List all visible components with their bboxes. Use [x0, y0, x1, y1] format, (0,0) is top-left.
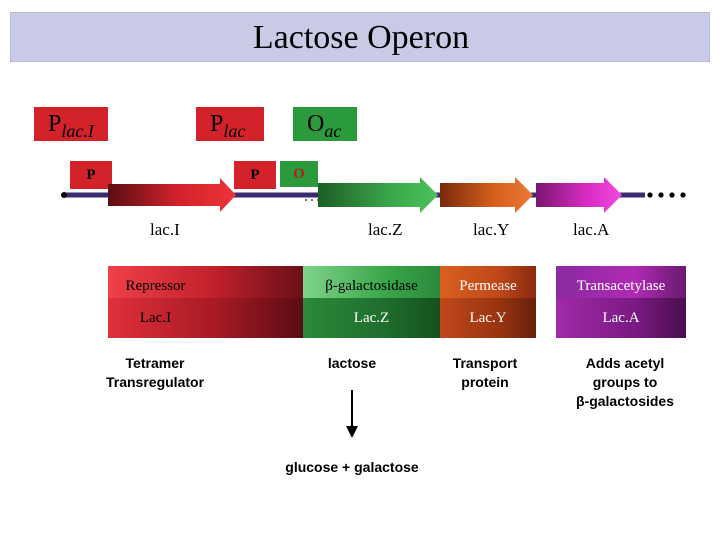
dna-start-dot	[61, 192, 67, 198]
laci-description-line-2: Transregulator	[105, 374, 205, 390]
galactosidase-label: β-galactosidase	[325, 278, 418, 294]
laca-protein-label: Lac.A	[602, 310, 640, 326]
transacetylase-label: Transacetylase	[576, 278, 666, 294]
gene-label-lacz: lac.Z	[368, 220, 403, 239]
page-title: Lactose Operon	[252, 19, 470, 56]
gene-label-laci: lac.I	[150, 220, 180, 239]
operator-box: O	[280, 161, 318, 187]
dna-continuation-dots	[647, 192, 686, 198]
laci-protein-box: Lac.I	[108, 298, 303, 338]
laci-description-line-1: Tetramer	[125, 355, 185, 371]
lacy-protein-label: Lac.Y	[469, 310, 507, 326]
lacz-description-line-1: lactose	[327, 355, 377, 371]
laca-description-line-2: groups to	[592, 374, 658, 390]
laci-gene-arrow	[108, 178, 236, 212]
reaction-arrow-head	[346, 426, 358, 438]
plac-main: P	[210, 111, 224, 137]
lacy-description-line-2: protein	[461, 374, 509, 390]
oac-main: O	[307, 111, 325, 137]
placi-main: P	[48, 111, 62, 137]
placi-sub: lac.I	[61, 121, 94, 141]
lacz-protein-label: Lac.Z	[353, 310, 390, 326]
plac-label: Plac	[196, 107, 264, 141]
lacz-gene-arrow	[318, 177, 438, 213]
oac-sub: ac	[324, 121, 342, 141]
gene-label-laca: lac.A	[573, 220, 610, 239]
lacy-description: Transport protein	[430, 354, 540, 392]
laca-protein-box: Lac.A	[556, 298, 686, 338]
reaction-product: glucose + galactose	[285, 459, 419, 475]
plac-sub: lac	[223, 121, 246, 141]
promoter-box-lac: P	[234, 161, 276, 189]
permease-label: Permease	[459, 278, 517, 294]
laci-description: Tetramer Transregulator	[80, 354, 230, 392]
oac-label: Oac	[293, 107, 357, 141]
promoter-box-laci: P	[70, 161, 112, 189]
placi-label: Plac.I	[34, 107, 108, 141]
gene-label-lacy: lac.Y	[473, 220, 510, 239]
lacz-description: lactose	[302, 354, 402, 373]
lacz-protein-box: Lac.Z	[303, 298, 440, 338]
operator-dots	[305, 199, 319, 201]
repressor-label: Repressor	[125, 278, 186, 294]
laca-gene-arrow	[536, 177, 622, 213]
lacy-protein-box: Lac.Y	[440, 298, 536, 338]
lacy-description-line-1: Transport	[452, 355, 518, 371]
lacy-gene-arrow	[440, 177, 533, 213]
laca-description-line-3: β-galactosides	[575, 393, 675, 409]
laca-description-line-1: Adds acetyl	[585, 355, 665, 371]
title-bar: Lactose Operon	[10, 12, 710, 62]
laca-description: Adds acetyl groups to β-galactosides	[560, 354, 690, 411]
laci-protein-label: Lac.I	[139, 310, 172, 326]
